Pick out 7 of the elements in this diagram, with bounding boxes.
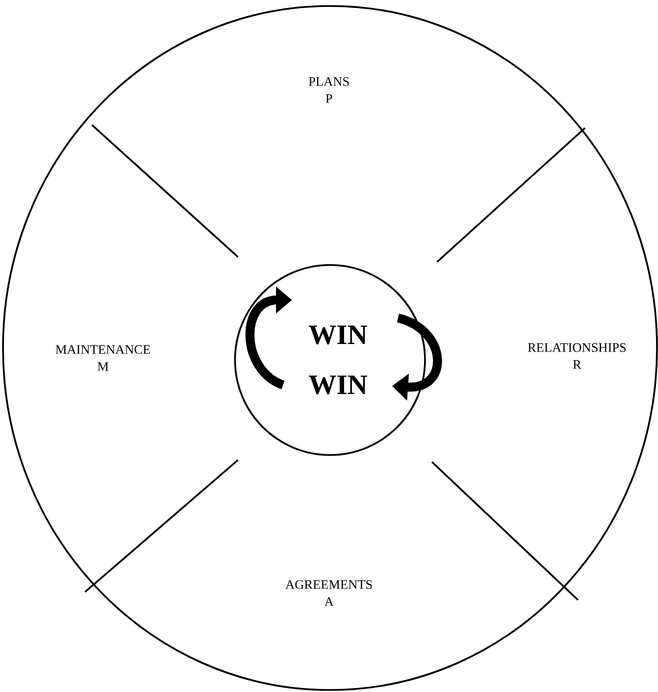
win-text: WIN [308, 376, 368, 394]
sector-label: MAINTENANCE M [56, 345, 150, 371]
center-circle [234, 264, 426, 456]
win-text: WIN [308, 326, 368, 344]
sector-label: AGREEMENTS A [285, 580, 372, 606]
sector-label: RELATIONSHIPS R [528, 343, 626, 369]
sector-label: PLANS P [308, 77, 349, 103]
